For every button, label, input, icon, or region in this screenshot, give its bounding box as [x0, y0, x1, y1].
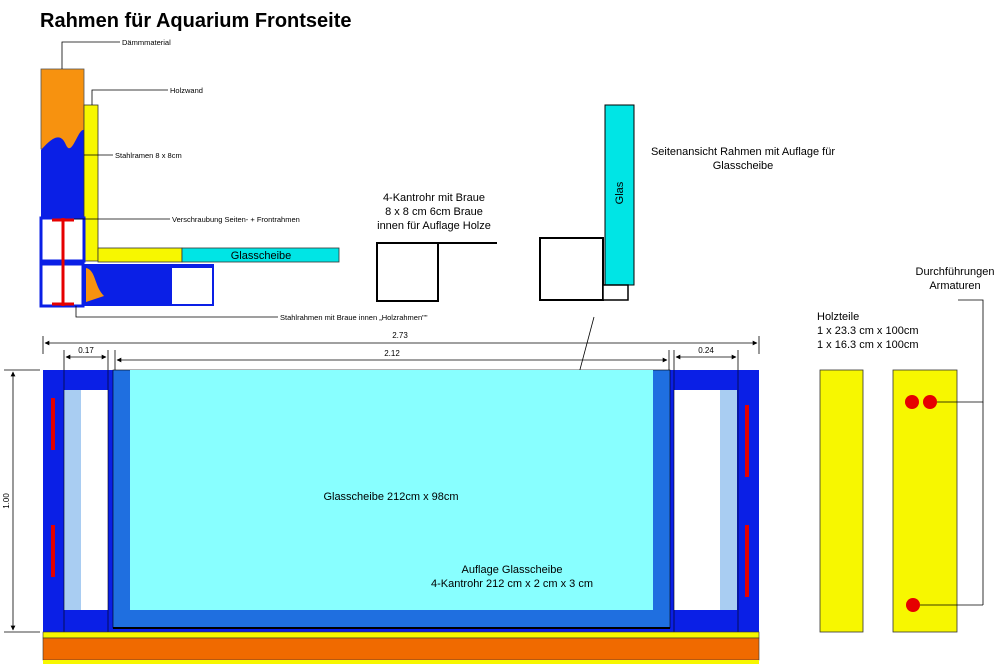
label-insulation: Dämmmaterial	[122, 38, 171, 47]
dim-inner-width: 2.12	[384, 349, 400, 358]
bottom-orange-base	[42, 637, 760, 661]
fitting-hole-2	[923, 395, 937, 409]
left-light-strip	[64, 390, 81, 610]
glass-pane-label: Glasscheibe	[231, 250, 292, 262]
side-view: Glas	[510, 104, 635, 629]
label-screw: Verschraubung Seiten- + Frontrahmen	[172, 215, 300, 224]
bottom-tube-inner	[172, 268, 212, 304]
dim-right-width: 0.24	[698, 346, 714, 355]
right-white-panel	[674, 390, 720, 610]
steel-frame-vertical	[41, 129, 84, 218]
front-view	[42, 369, 760, 664]
insulation-corner	[86, 268, 104, 302]
corner-detail: Glasscheibe	[39, 68, 340, 308]
side-glass-label: Glas	[614, 181, 626, 204]
left-screw-top	[51, 398, 55, 450]
wood-part-narrow	[819, 369, 864, 633]
dim-total-width: 2.73	[392, 331, 408, 340]
insulation-block	[40, 68, 85, 150]
side-tube-square	[539, 237, 604, 301]
glass-pane-detail	[181, 247, 340, 263]
left-screw-bottom	[51, 525, 55, 577]
tube-label-line2: 8 x 8 cm 6cm Braue	[385, 206, 483, 218]
fitting-leaders	[920, 299, 984, 606]
wood-wall-vertical	[83, 104, 99, 262]
fittings-line1: Durchführungen	[916, 266, 995, 278]
right-screw-top	[745, 405, 749, 477]
fittings-line2: Armaturen	[929, 280, 980, 292]
detail-leaders	[61, 41, 278, 318]
page-title: Rahmen für Aquarium Frontseite	[40, 10, 352, 32]
front-glass-label: Glasscheibe 212cm x 98cm	[323, 491, 458, 503]
left-white-panel	[81, 390, 108, 610]
label-steel-frame: Stahlramen 8 x 8cm	[115, 151, 182, 160]
right-screw-bottom	[745, 525, 749, 597]
front-glass-pane	[130, 370, 653, 610]
wood-parts-line1: Holzteile	[817, 311, 859, 323]
tube-label-line1: 4-Kantrohr mit Braue	[383, 192, 485, 204]
wood-horizontal	[97, 247, 183, 263]
tube-with-brow	[376, 242, 497, 302]
side-glass	[604, 104, 635, 286]
tube-label-line3: innen für Auflage Holze	[377, 220, 491, 232]
bottom-wood-strip-2	[43, 660, 759, 664]
fitting-hole-3	[906, 598, 920, 612]
fitting-hole-1	[905, 395, 919, 409]
dimension-lines	[4, 336, 760, 633]
bottom-wood-strip	[42, 631, 760, 639]
side-view-line2: Glasscheibe	[713, 160, 774, 172]
wood-part-wide	[892, 369, 958, 633]
dim-left-width: 0.17	[78, 346, 94, 355]
wood-parts-line3: 1 x 16.3 cm x 100cm	[817, 339, 919, 351]
side-view-line1: Seitenansicht Rahmen mit Auflage für	[651, 146, 835, 158]
label-steel-frame-brow: Stahlrahmen mit Braue innen „Holzrahmen"…	[280, 313, 428, 322]
side-support-tube	[602, 284, 629, 301]
wood-parts-line2: 1 x 23.3 cm x 100cm	[817, 325, 919, 337]
dim-height: 1.00	[2, 493, 11, 509]
tube-square	[376, 242, 439, 302]
support-label-line2: 4-Kantrohr 212 cm x 2 cm x 3 cm	[431, 578, 593, 590]
right-light-strip	[720, 390, 737, 610]
support-label-line1: Auflage Glasscheibe	[462, 564, 563, 576]
label-wood-wall: Holzwand	[170, 86, 203, 95]
